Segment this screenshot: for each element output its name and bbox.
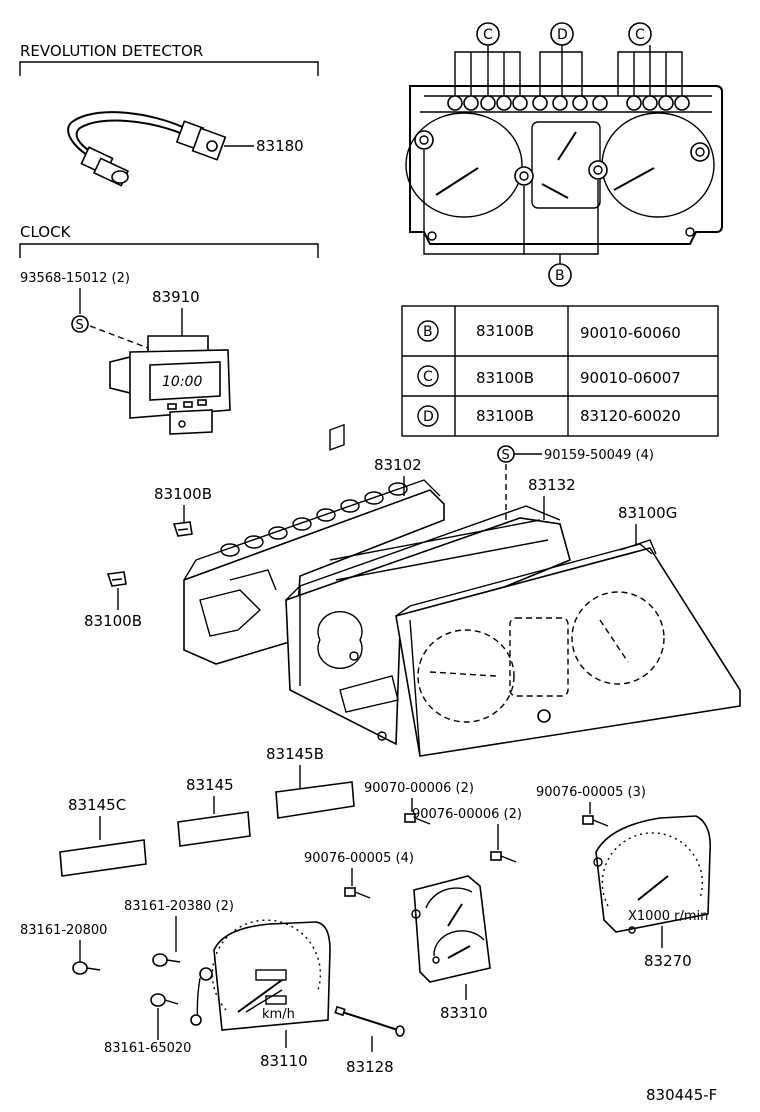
label-90076-00006: 90076-00006 (2)	[412, 807, 522, 822]
section-clock: CLOCK	[20, 223, 72, 241]
socket-83100B-b	[106, 571, 127, 587]
clock-display: 10:00	[162, 374, 202, 390]
label-90076-00005-4: 90076-00005 (4)	[304, 851, 414, 866]
s-symbol-90159-label: S	[502, 448, 510, 463]
label-83145: 83145	[186, 776, 234, 794]
label-83100B-b: 83100B	[84, 612, 142, 630]
label-83180: 83180	[256, 137, 304, 155]
label-90076-00005-3: 90076-00005 (3)	[536, 785, 646, 800]
s-symbol-90159: S	[497, 445, 515, 463]
callout-d: D	[539, 22, 583, 96]
clock-part: 10:00	[109, 335, 231, 435]
table-key: B	[423, 324, 433, 340]
label-83910: 83910	[152, 288, 200, 306]
label-83310: 83310	[440, 1004, 488, 1022]
revolution-bracket	[19, 61, 319, 76]
table-key: D	[423, 409, 434, 425]
bulb-83161-20380	[152, 953, 181, 967]
screw-90076-00005-4	[344, 887, 371, 899]
label-83161-65020: 83161-65020	[104, 1041, 191, 1056]
table-row: B 83100B 90010-60060	[417, 320, 681, 342]
callout-b-label: B	[555, 268, 565, 284]
printed-circuit-83102	[183, 479, 445, 665]
section-revolution-detector: REVOLUTION DETECTOR	[20, 42, 203, 60]
plate-83145C	[59, 839, 147, 877]
label-83132: 83132	[528, 476, 576, 494]
table-part: 83100B	[476, 369, 534, 387]
label-83161-20800: 83161-20800	[20, 923, 107, 938]
clock-screw-line	[89, 325, 149, 349]
speedometer-unit: km/h	[262, 1007, 295, 1022]
callout-c-right: C	[617, 22, 683, 96]
table-part: 83100B	[476, 322, 534, 340]
clock-bracket	[19, 243, 319, 258]
bulb-sockets-row	[447, 95, 690, 111]
screw-90076-00006	[490, 851, 517, 863]
bulb-83161-65020	[150, 993, 179, 1007]
parts-table: B 83100B 90010-60060 C 83100B 90010-0600…	[401, 305, 719, 437]
table-number: 83120-60020	[580, 407, 681, 425]
plate-83145B	[275, 781, 355, 819]
s-symbol-label: S	[76, 318, 84, 333]
label-83102: 83102	[374, 456, 422, 474]
label-83100B-a: 83100B	[154, 485, 212, 503]
tachometer-83270: X1000 r/min	[593, 815, 712, 934]
label-83145B: 83145B	[266, 745, 324, 763]
label-83145C: 83145C	[68, 796, 126, 814]
screw-90070	[404, 813, 431, 825]
screw-90076-00005-3	[582, 815, 609, 827]
label-83110: 83110	[260, 1052, 308, 1070]
callout-c-right-label: C	[635, 27, 645, 43]
cable-83128	[334, 1005, 405, 1037]
callout-c-left: C	[454, 22, 521, 96]
label-83100G: 83100G	[618, 504, 677, 522]
bulb-83161-20800	[72, 961, 101, 975]
label-83128: 83128	[346, 1058, 394, 1076]
label-90070-00006: 90070-00006 (2)	[364, 781, 474, 796]
table-key: C	[423, 369, 433, 385]
s-symbol-clock: S	[71, 315, 89, 333]
table-number: 90010-60060	[580, 324, 681, 342]
figure-code: 830445-F	[646, 1086, 717, 1104]
table-row: D 83100B 83120-60020	[417, 405, 681, 427]
combination-meter-front	[405, 85, 723, 245]
callout-b: B	[423, 150, 599, 287]
socket-83100B-a	[172, 521, 193, 537]
label-90159-50049: 90159-50049 (4)	[544, 448, 654, 463]
table-part: 83100B	[476, 407, 534, 425]
label-93568-15012: 93568-15012 (2)	[20, 271, 130, 286]
revolution-detector-part	[67, 111, 227, 187]
meter-case-83132	[285, 423, 571, 746]
plate-83145	[177, 811, 251, 847]
table-row: C 83100B 90010-06007	[417, 365, 681, 387]
label-83161-20380: 83161-20380 (2)	[124, 899, 234, 914]
tachometer-unit: X1000 r/min	[628, 909, 708, 924]
speedometer-83110: km/h	[190, 919, 331, 1031]
glass-hood-83100G	[395, 539, 741, 757]
gauge-83310	[411, 875, 491, 983]
label-83270: 83270	[644, 952, 692, 970]
callout-d-label: D	[557, 27, 568, 43]
table-number: 90010-06007	[580, 369, 681, 387]
callout-c-left-label: C	[483, 27, 493, 43]
